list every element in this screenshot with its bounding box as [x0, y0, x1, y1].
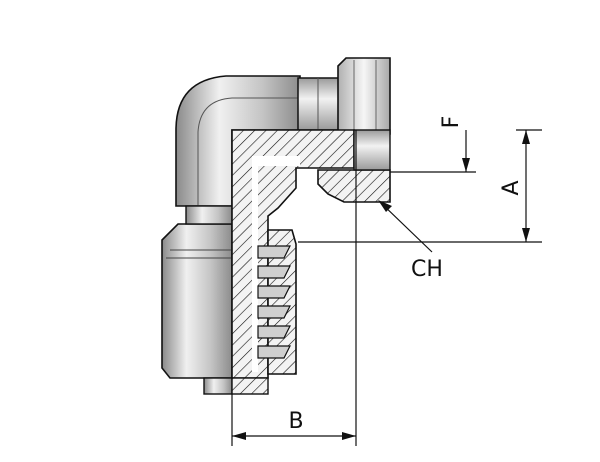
tube-exterior: [297, 77, 343, 131]
collar-exterior: [185, 205, 233, 225]
nut-section-hatched: [317, 169, 391, 203]
b-arrow-right: [342, 432, 356, 440]
a-arrow-bottom: [522, 228, 530, 242]
elbow-bend-highlight: [197, 97, 300, 206]
ch-leader-line: [379, 201, 433, 253]
stem-exterior: [203, 377, 233, 395]
stem-section: [231, 377, 269, 395]
a-arrow-top: [522, 130, 530, 144]
f-arrow: [462, 158, 470, 172]
nut-exterior: [337, 57, 391, 135]
dimension-label-a: A: [499, 180, 524, 195]
b-arrow-left: [232, 432, 246, 440]
dimension-label-ch: CH: [411, 257, 443, 282]
ferrule-exterior: [161, 223, 233, 379]
dimension-label-f: F: [439, 116, 464, 129]
hose-serrations: [257, 245, 291, 359]
dimension-label-b: B: [288, 409, 303, 434]
nut-face: [353, 129, 391, 171]
inner-bore: [252, 156, 300, 372]
ch-arrow: [378, 200, 392, 212]
